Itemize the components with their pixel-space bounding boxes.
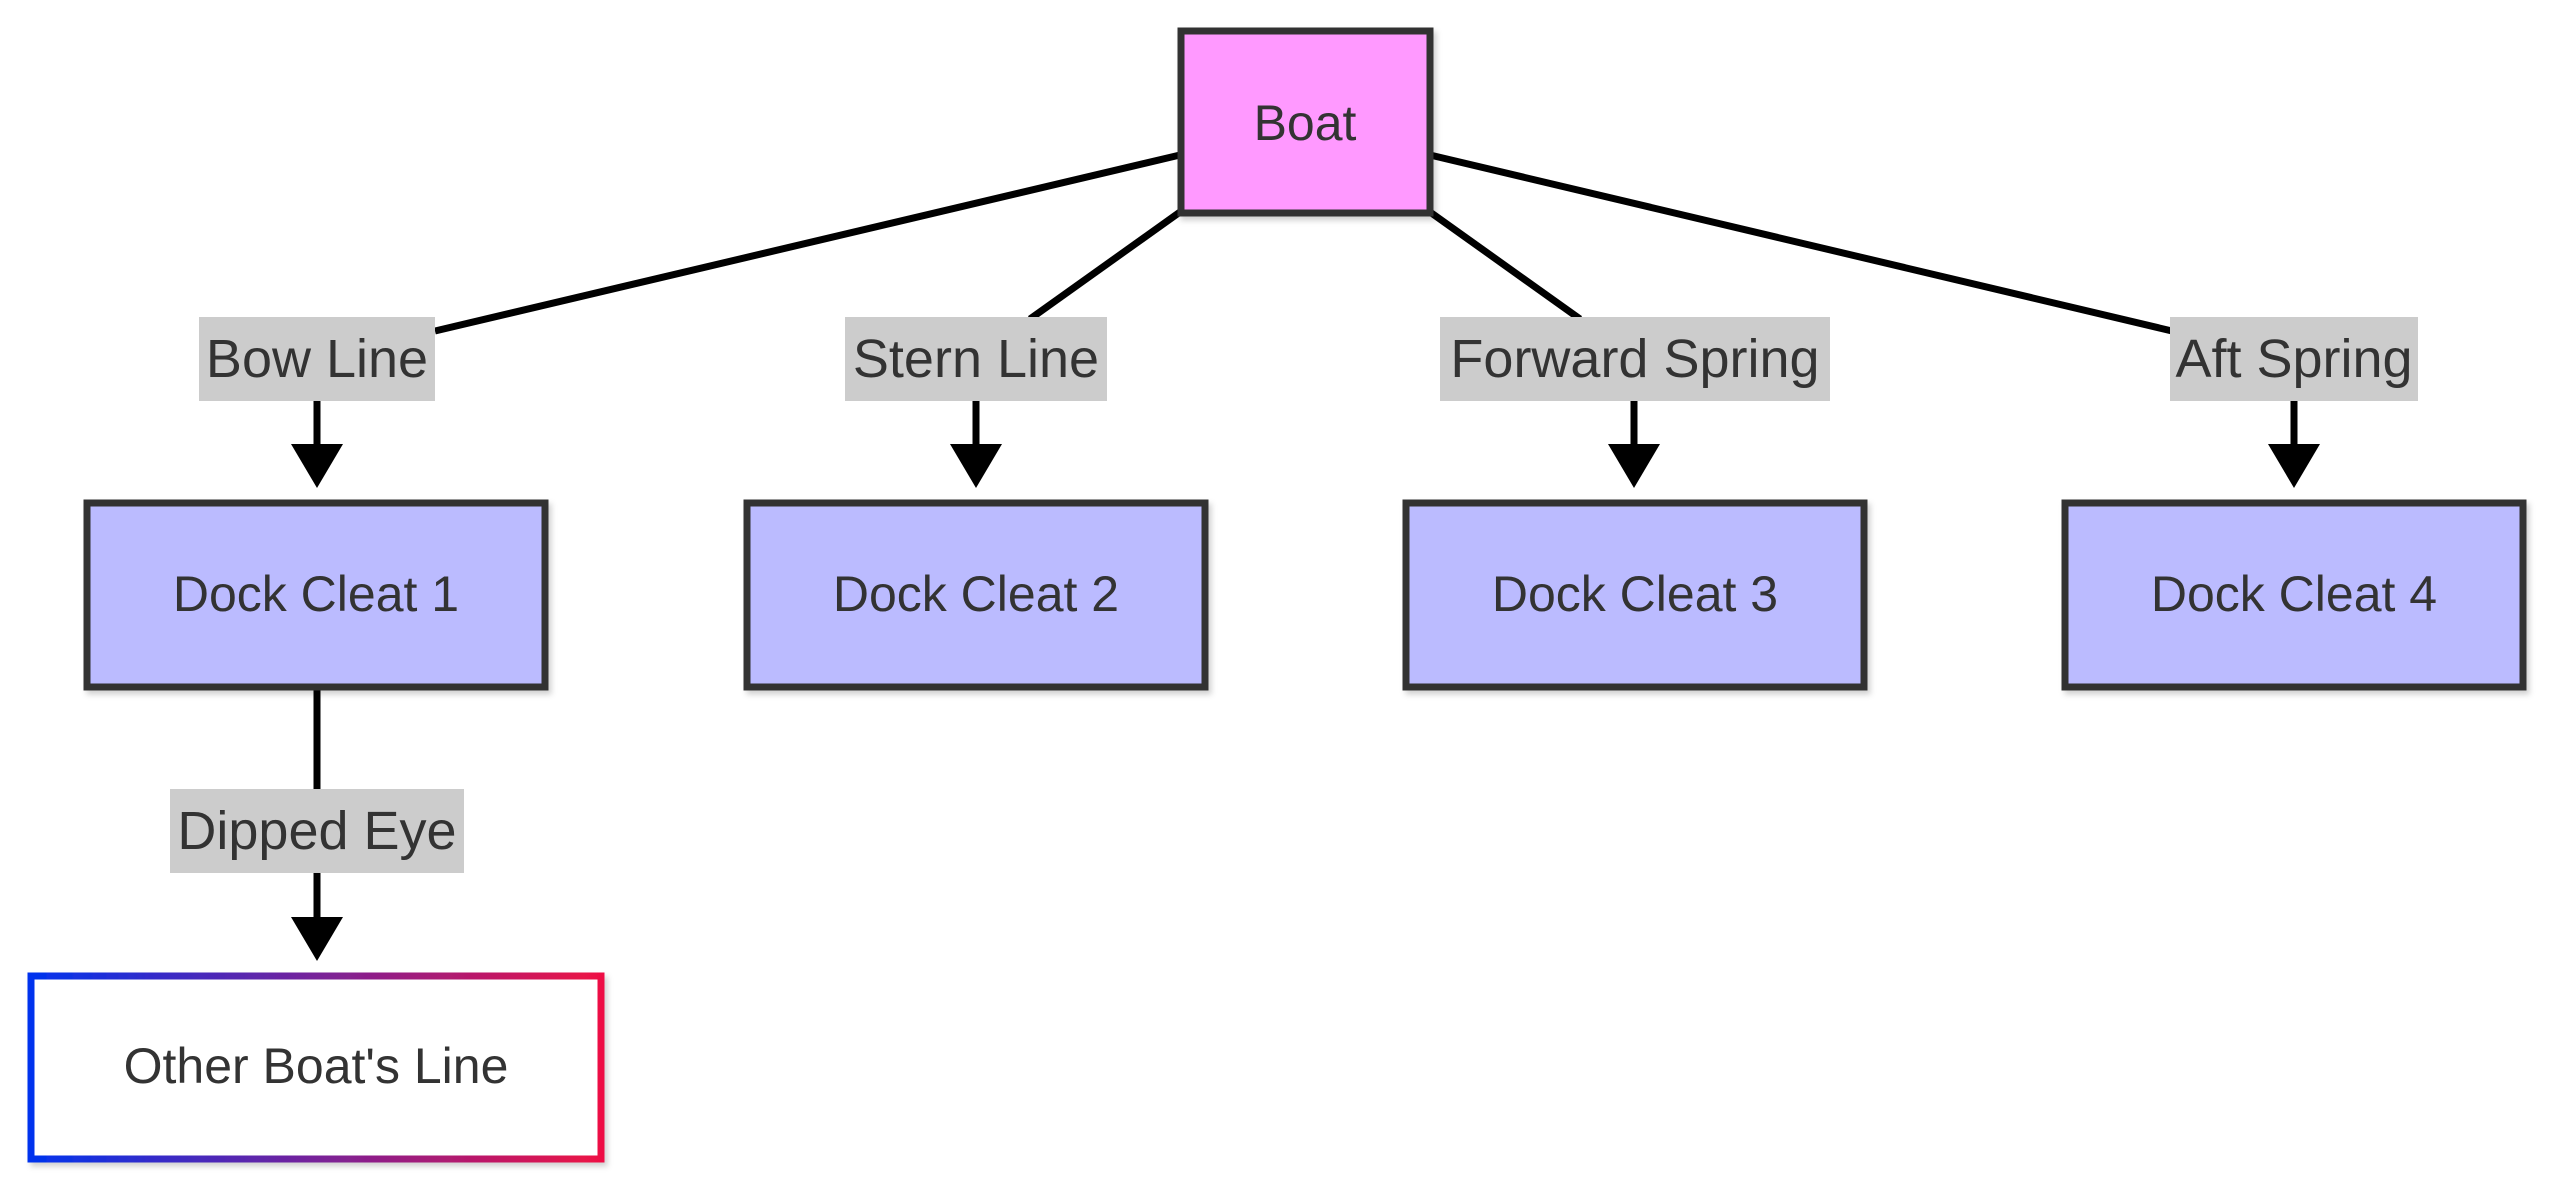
edge-aft-spring bbox=[1429, 151, 2320, 488]
edge-label-text: Aft Spring bbox=[2175, 329, 2412, 389]
node-dock-cleat-3[interactable]: Dock Cleat 3 bbox=[1402, 499, 1868, 691]
edge-label-dipped-eye: Dipped Eye bbox=[170, 789, 464, 873]
node-label: Dock Cleat 1 bbox=[173, 566, 459, 622]
node-label: Dock Cleat 2 bbox=[833, 566, 1119, 622]
edge-label-text: Dipped Eye bbox=[177, 801, 456, 861]
edge-stern-line bbox=[950, 209, 1183, 488]
edge-label-text: Bow Line bbox=[206, 329, 428, 389]
edge-forward-spring bbox=[1427, 209, 1660, 488]
arrowhead-icon bbox=[291, 444, 343, 488]
edge-label-text: Forward Spring bbox=[1450, 329, 1819, 389]
node-dock-cleat-2[interactable]: Dock Cleat 2 bbox=[743, 499, 1209, 691]
node-label: Dock Cleat 4 bbox=[2151, 566, 2437, 622]
nodes: Boat Dock Cleat 1 Dock Cleat 2 Dock Clea… bbox=[27, 27, 2527, 1163]
edge-dipped-eye bbox=[291, 688, 343, 961]
arrowhead-icon bbox=[291, 917, 343, 961]
edge-label-forward-spring: Forward Spring bbox=[1440, 317, 1830, 401]
edge-labels: Bow Line Stern Line Forward Spring Aft S… bbox=[170, 317, 2418, 873]
arrowhead-icon bbox=[950, 444, 1002, 488]
edge-label-text: Stern Line bbox=[853, 329, 1099, 389]
node-dock-cleat-1[interactable]: Dock Cleat 1 bbox=[83, 499, 549, 691]
arrowhead-icon bbox=[1608, 444, 1660, 488]
edge-label-stern-line: Stern Line bbox=[845, 317, 1107, 401]
node-label: Other Boat's Line bbox=[124, 1038, 509, 1094]
node-other-boats-line[interactable]: Other Boat's Line bbox=[27, 972, 605, 1163]
node-label: Boat bbox=[1254, 95, 1357, 151]
node-boat[interactable]: Boat bbox=[1177, 27, 1434, 217]
edge-label-aft-spring: Aft Spring bbox=[2170, 317, 2418, 401]
arrowhead-icon bbox=[2268, 444, 2320, 488]
node-label: Dock Cleat 3 bbox=[1492, 566, 1778, 622]
edges bbox=[291, 151, 2320, 961]
edge-label-bow-line: Bow Line bbox=[199, 317, 435, 401]
node-dock-cleat-4[interactable]: Dock Cleat 4 bbox=[2061, 499, 2527, 691]
edge-bow-line bbox=[291, 151, 1181, 488]
